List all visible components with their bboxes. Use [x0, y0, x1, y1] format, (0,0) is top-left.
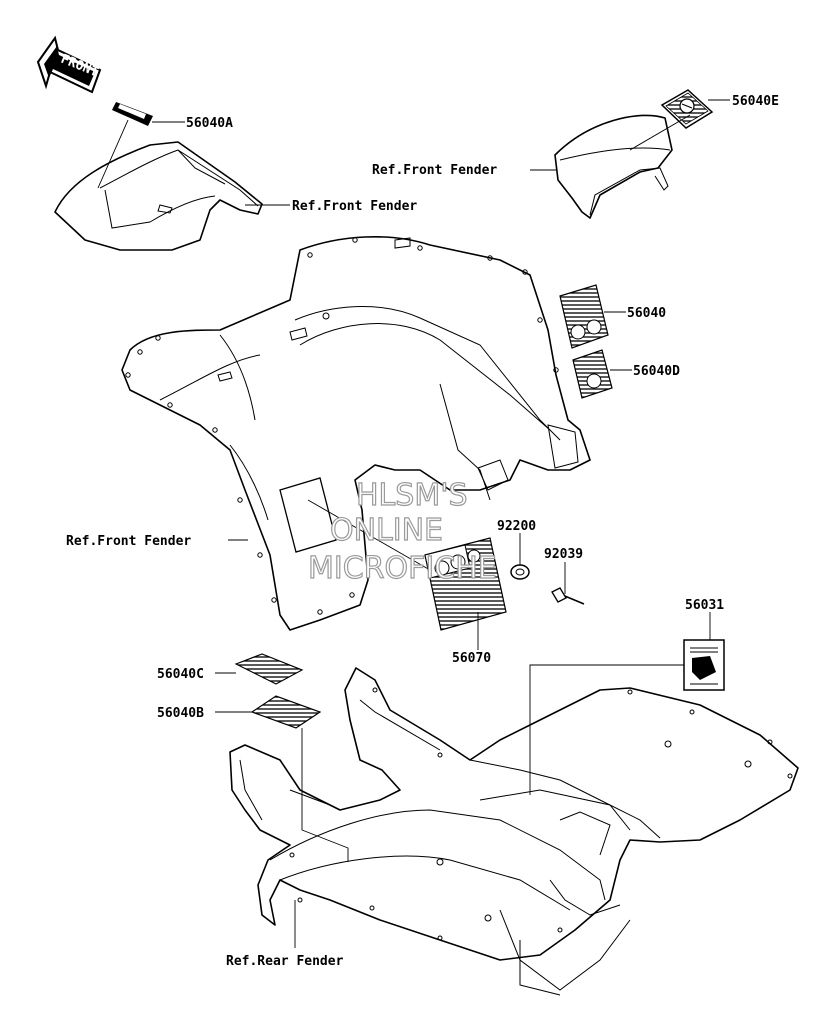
label-56031-part	[683, 639, 725, 691]
label-56040d: 56040D	[633, 364, 680, 379]
watermark-line2: ONLINE	[330, 513, 443, 548]
leader-lines	[97, 99, 730, 948]
label-ref-front-fender-2: Ref.Front Fender	[372, 163, 497, 178]
label-56040d-part	[572, 349, 613, 399]
label-56040b-part	[250, 695, 322, 729]
front-fender-part-small	[54, 141, 263, 251]
label-ref-front-fender-1: Ref.Front Fender	[292, 199, 417, 214]
label-56040e: 56040E	[732, 94, 779, 109]
label-56070: 56070	[452, 651, 491, 666]
label-56040a-part	[112, 102, 153, 126]
label-56040c-part	[234, 653, 304, 685]
label-56040e-part	[660, 89, 714, 129]
front-fender-main	[121, 235, 591, 631]
grommet-92200-part	[510, 564, 530, 580]
label-92200: 92200	[497, 519, 536, 534]
watermark-line3: MICROFICHE	[308, 551, 497, 586]
label-56040: 56040	[627, 306, 666, 321]
label-56040a: 56040A	[186, 116, 233, 131]
label-56031: 56031	[685, 598, 724, 613]
watermark: HLSM'S ONLINE MICROFICHE	[307, 477, 497, 586]
label-56040b: 56040B	[157, 706, 204, 721]
label-56040c: 56040C	[157, 667, 204, 682]
label-ref-rear-fender: Ref.Rear Fender	[226, 954, 344, 969]
label-92039: 92039	[544, 547, 583, 562]
label-56070-part	[424, 537, 507, 631]
rivet-92039-part	[551, 587, 585, 605]
label-56040-part	[559, 284, 609, 349]
label-ref-front-fender-3: Ref.Front Fender	[66, 534, 191, 549]
rear-fender-main	[229, 667, 799, 996]
front-fender-part-right	[554, 114, 673, 219]
front-arrow-icon: FRONT	[36, 35, 102, 94]
watermark-line1: HLSM'S	[356, 478, 468, 513]
